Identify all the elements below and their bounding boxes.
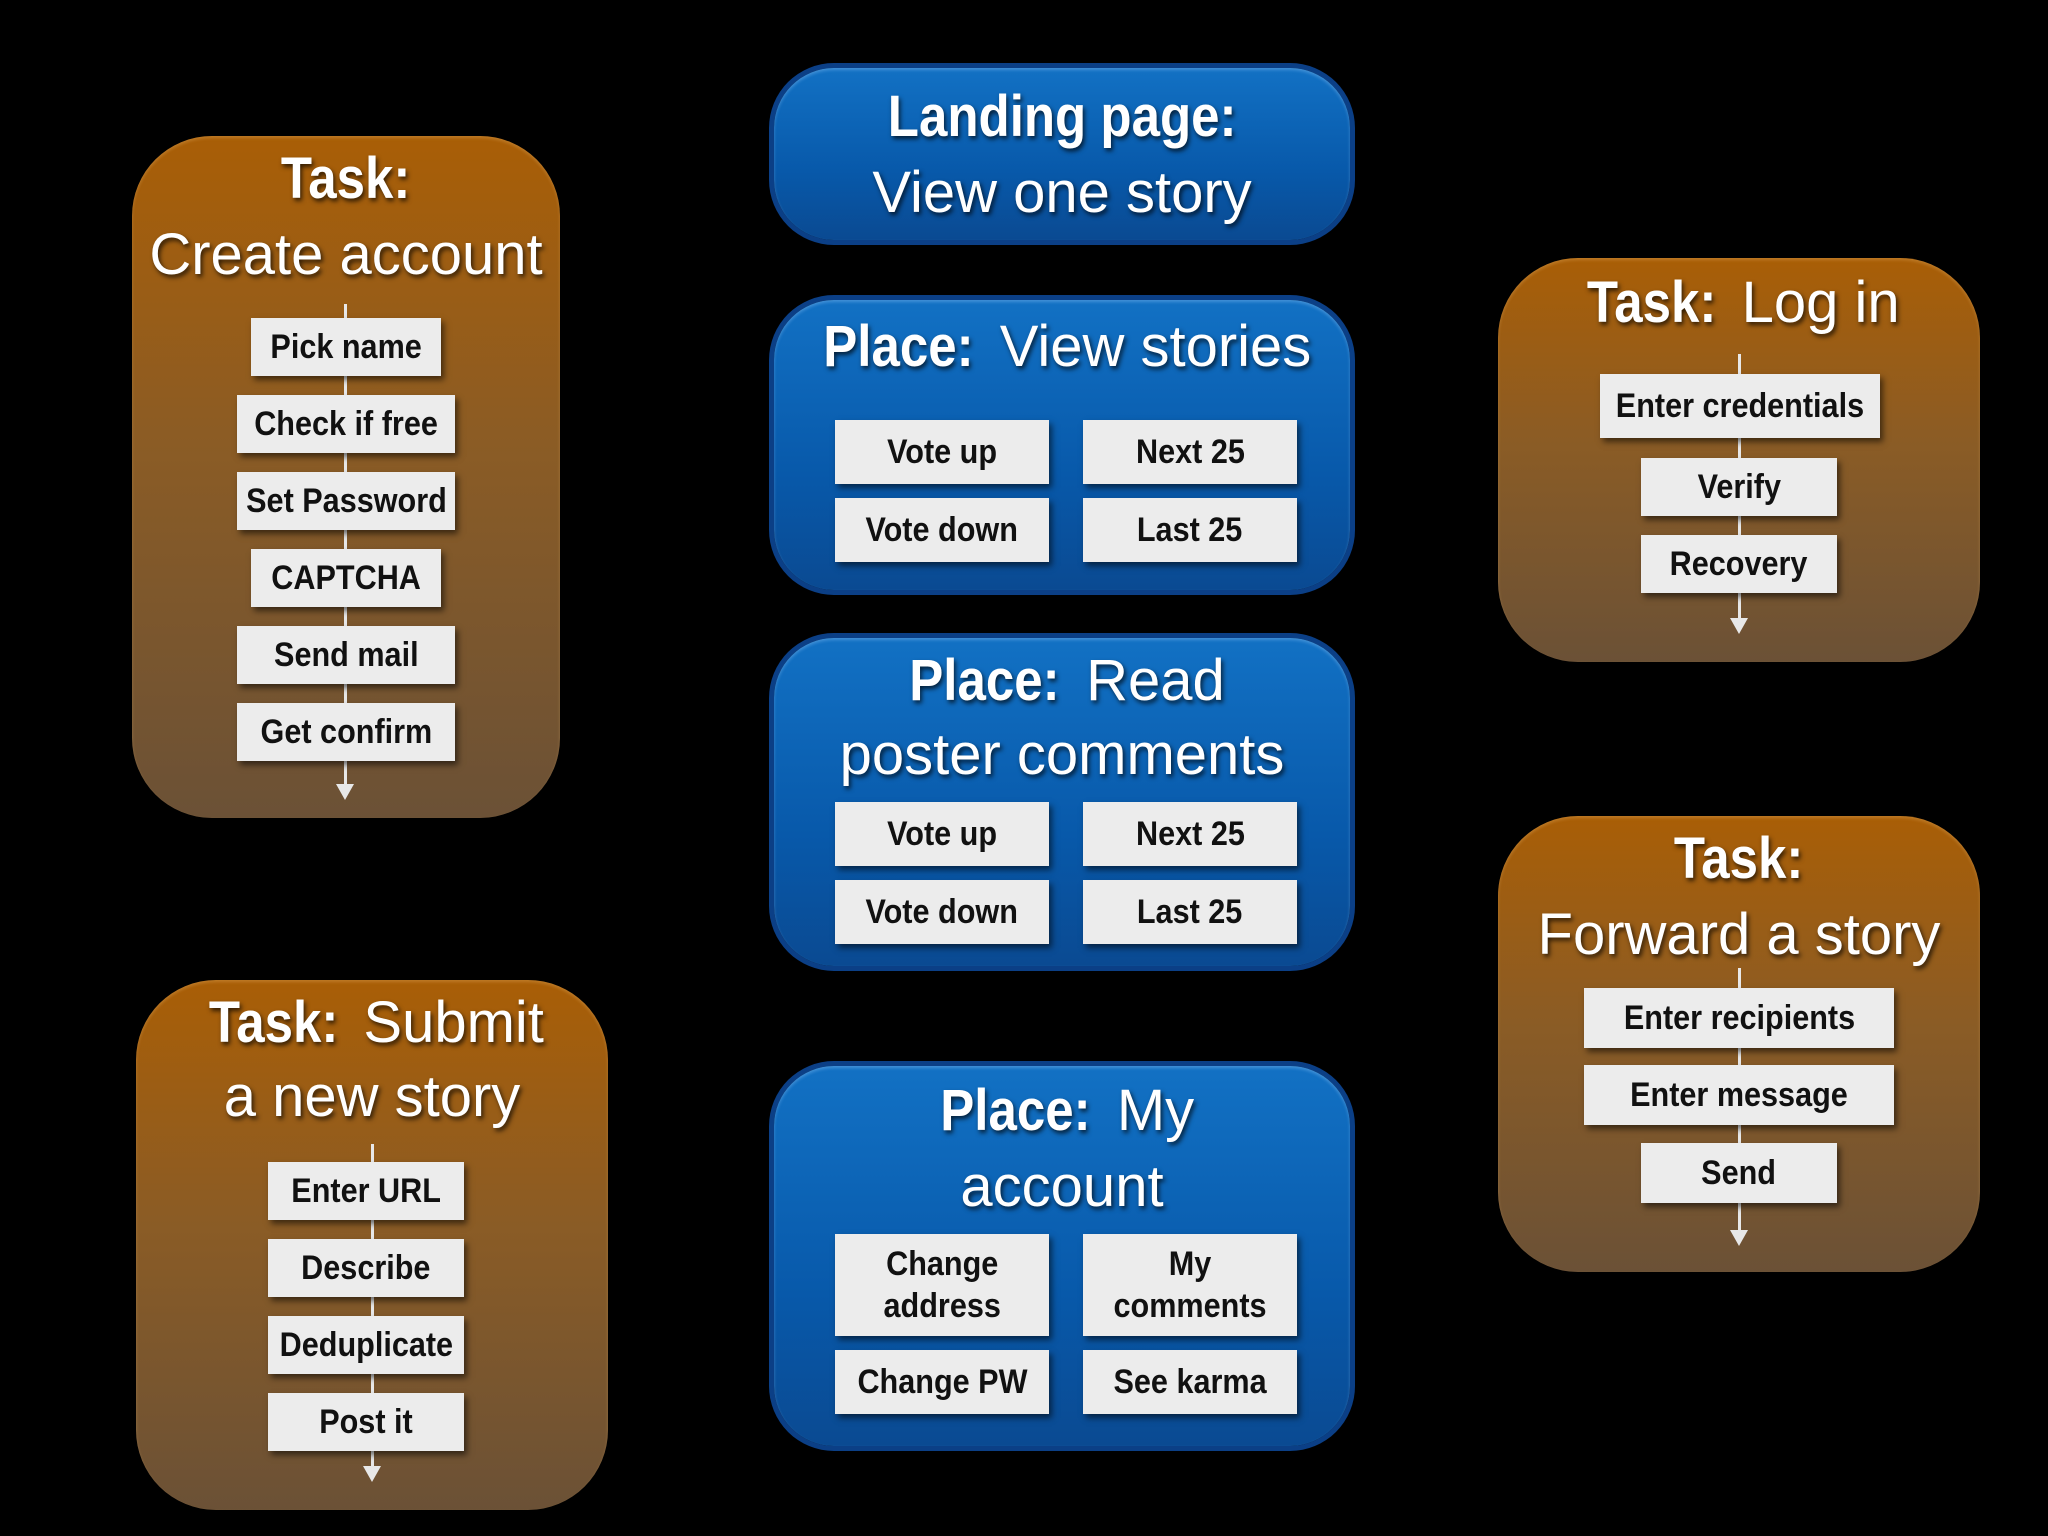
task-create-account-title: Task: bbox=[281, 146, 411, 211]
task-log-in-title: Task: Log in bbox=[1587, 270, 1900, 335]
step-verify: Verify bbox=[1641, 458, 1837, 516]
last-25-button[interactable]: Last 25 bbox=[1083, 498, 1297, 562]
step-describe: Describe bbox=[268, 1239, 464, 1297]
flow-arrow-icon bbox=[363, 1466, 381, 1482]
vote-up-button[interactable]: Vote up bbox=[835, 802, 1049, 866]
task-create-account-subtitle: Create account bbox=[149, 222, 543, 287]
flow-line bbox=[344, 304, 347, 792]
place-read-comments-title: Place: Read bbox=[909, 648, 1225, 713]
place-view-stories-panel: Place: View stories Vote up Next 25 Vote… bbox=[774, 300, 1350, 590]
see-karma-button[interactable]: See karma bbox=[1083, 1350, 1297, 1414]
task-forward-story-subtitle: Forward a story bbox=[1537, 902, 1941, 967]
task-forward-story-title: Task: bbox=[1674, 826, 1804, 891]
step-enter-url: Enter URL bbox=[268, 1162, 464, 1220]
place-read-comments-subtitle: poster comments bbox=[839, 722, 1285, 787]
vote-down-button[interactable]: Vote down bbox=[835, 498, 1049, 562]
step-enter-message: Enter message bbox=[1584, 1065, 1894, 1125]
vote-down-button[interactable]: Vote down bbox=[835, 880, 1049, 944]
step-pick-name: Pick name bbox=[251, 318, 441, 376]
flow-arrow-icon bbox=[1730, 618, 1748, 634]
step-deduplicate: Deduplicate bbox=[268, 1316, 464, 1374]
change-address-button[interactable]: Change address bbox=[835, 1234, 1049, 1336]
step-captcha: CAPTCHA bbox=[251, 549, 441, 607]
step-send-mail: Send mail bbox=[237, 626, 455, 684]
last-25-button[interactable]: Last 25 bbox=[1083, 880, 1297, 944]
step-get-confirm: Get confirm bbox=[237, 703, 455, 761]
place-my-account-title: Place: My bbox=[940, 1078, 1195, 1143]
step-enter-recipients: Enter recipients bbox=[1584, 988, 1894, 1048]
task-create-account-panel: Task: Create account Pick name Check if … bbox=[132, 136, 560, 818]
step-post-it: Post it bbox=[268, 1393, 464, 1451]
next-25-button[interactable]: Next 25 bbox=[1083, 802, 1297, 866]
landing-page-subtitle: View one story bbox=[872, 160, 1252, 225]
task-submit-story-panel: Task: Submit a new story Enter URL Descr… bbox=[136, 980, 608, 1510]
step-check-if-free: Check if free bbox=[237, 395, 455, 453]
task-submit-story-title: Task: Submit bbox=[208, 990, 544, 1055]
step-enter-credentials: Enter credentials bbox=[1600, 374, 1880, 438]
flow-arrow-icon bbox=[1730, 1230, 1748, 1246]
my-comments-button[interactable]: My comments bbox=[1083, 1234, 1297, 1336]
task-forward-story-panel: Task: Forward a story Enter recipients E… bbox=[1498, 816, 1980, 1272]
task-log-in-panel: Task: Log in Enter credentials Verify Re… bbox=[1498, 258, 1980, 662]
flow-line bbox=[371, 1144, 374, 1474]
landing-page-title: Landing page: bbox=[887, 84, 1237, 149]
step-send: Send bbox=[1641, 1143, 1837, 1203]
flow-arrow-icon bbox=[336, 784, 354, 800]
place-my-account-panel: Place: My account Change address My comm… bbox=[774, 1066, 1350, 1446]
place-read-comments-panel: Place: Read poster comments Vote up Next… bbox=[774, 638, 1350, 966]
landing-page-panel: Landing page: View one story bbox=[774, 68, 1350, 240]
change-pw-button[interactable]: Change PW bbox=[835, 1350, 1049, 1414]
place-my-account-subtitle: account bbox=[960, 1154, 1164, 1219]
step-recovery: Recovery bbox=[1641, 535, 1837, 593]
place-view-stories-title: Place: View stories bbox=[822, 314, 1312, 379]
next-25-button[interactable]: Next 25 bbox=[1083, 420, 1297, 484]
step-set-password: Set Password bbox=[237, 472, 455, 530]
vote-up-button[interactable]: Vote up bbox=[835, 420, 1049, 484]
task-submit-story-subtitle: a new story bbox=[223, 1064, 521, 1129]
